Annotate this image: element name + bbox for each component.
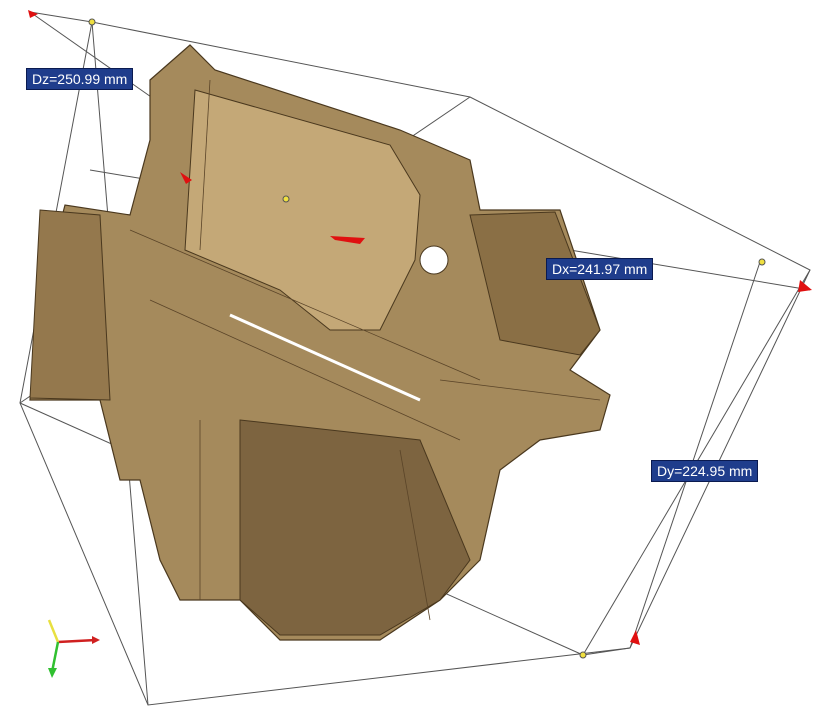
axis-triad-icon — [47, 619, 100, 678]
dimension-label-dx[interactable]: Dx=241.97 mm — [546, 258, 654, 280]
cad-part[interactable] — [29, 44, 611, 641]
dimension-label-dz[interactable]: Dz=250.99 mm — [26, 68, 134, 90]
drag-handle-icon[interactable] — [88, 18, 766, 659]
direction-arrow-icon[interactable] — [28, 10, 812, 645]
dimension-label-dy[interactable]: Dy=224.95 mm — [651, 460, 759, 482]
